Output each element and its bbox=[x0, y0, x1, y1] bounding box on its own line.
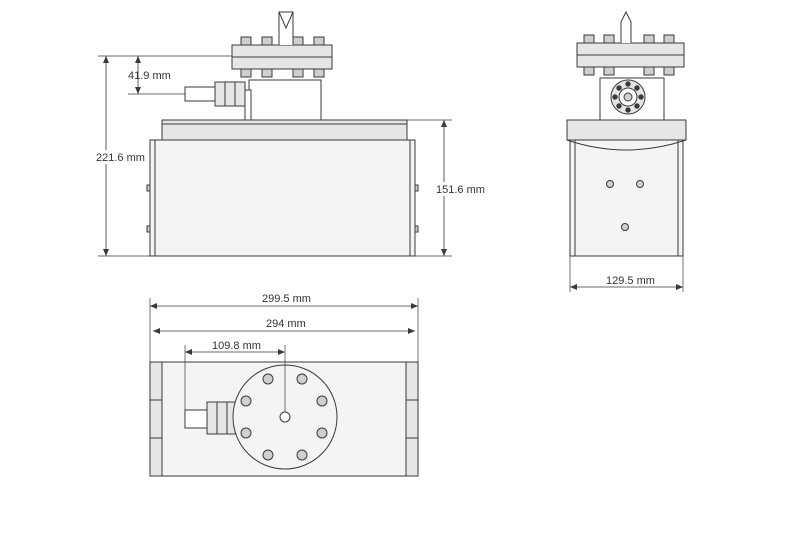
top-flange-bolt bbox=[296, 373, 308, 385]
top-flange-bolt bbox=[316, 427, 328, 439]
top-port-tube bbox=[184, 409, 208, 429]
side-flange-top bbox=[576, 42, 685, 56]
front-bolt-head bbox=[292, 36, 304, 46]
side-flange-bottom bbox=[576, 54, 685, 68]
side-port-bolt bbox=[634, 103, 640, 109]
top-flange-bolt bbox=[262, 449, 274, 461]
side-bolt-nut bbox=[603, 66, 615, 76]
top-end-cap-right bbox=[405, 361, 419, 477]
front-bolt-head bbox=[261, 36, 273, 46]
front-bolt-head bbox=[240, 36, 252, 46]
front-bolt-nut bbox=[261, 68, 273, 78]
side-mount-hole bbox=[636, 180, 644, 188]
top-flange-bolt bbox=[240, 427, 252, 439]
dim-overall-height-label: 221.6 mm bbox=[96, 152, 145, 164]
front-screw bbox=[146, 184, 151, 192]
side-bolt-head bbox=[663, 34, 675, 44]
side-port-bolt bbox=[612, 94, 618, 100]
dim-port-offset-label: 41.9 mm bbox=[128, 70, 171, 82]
side-mount-hole bbox=[621, 223, 629, 231]
top-flange-bolt bbox=[262, 373, 274, 385]
side-view bbox=[566, 10, 687, 292]
front-bolt-nut bbox=[292, 68, 304, 78]
top-view bbox=[149, 298, 419, 477]
front-top-plate bbox=[161, 119, 408, 141]
side-port-bolt bbox=[616, 85, 622, 91]
top-port-fitting bbox=[206, 401, 238, 435]
side-port-bolt bbox=[616, 103, 622, 109]
top-flange-bolt bbox=[296, 449, 308, 461]
top-flange-bolt bbox=[316, 395, 328, 407]
side-port-bolt bbox=[625, 107, 631, 113]
top-end-cap-left bbox=[149, 361, 163, 477]
side-mount-hole bbox=[606, 180, 614, 188]
front-flange-bottom bbox=[231, 56, 333, 70]
side-port-bolt bbox=[634, 85, 640, 91]
front-port-tube bbox=[184, 86, 216, 102]
side-top-curve bbox=[566, 139, 687, 151]
side-center-post bbox=[620, 10, 632, 43]
side-top-plate bbox=[566, 119, 687, 141]
front-port-stem bbox=[244, 89, 252, 121]
top-center-hole bbox=[279, 411, 291, 423]
front-view bbox=[98, 11, 452, 257]
side-port-bore bbox=[623, 92, 633, 102]
front-flange-top bbox=[231, 44, 333, 58]
front-port-fitting bbox=[214, 81, 246, 107]
side-port-bolt bbox=[638, 94, 644, 100]
front-screw bbox=[414, 184, 419, 192]
top-flange-bolt bbox=[240, 395, 252, 407]
side-bolt-nut bbox=[583, 66, 595, 76]
dim-body-height-label: 151.6 mm bbox=[436, 184, 485, 196]
side-bolt-nut bbox=[663, 66, 675, 76]
front-bolt-head bbox=[313, 36, 325, 46]
dim-label-bg bbox=[94, 150, 140, 164]
front-bolt-nut bbox=[313, 68, 325, 78]
front-center-post bbox=[278, 11, 294, 45]
dim-body-width-label: 294 mm bbox=[266, 318, 306, 330]
dim-overall-width-label: 299.5 mm bbox=[262, 293, 311, 305]
front-screw bbox=[146, 225, 151, 233]
side-bolt-head bbox=[643, 34, 655, 44]
dim-label-bg bbox=[434, 182, 480, 196]
dim-port-to-center-label: 109.8 mm bbox=[212, 340, 261, 352]
front-bolt-nut bbox=[240, 68, 252, 78]
front-column bbox=[248, 79, 322, 121]
side-body bbox=[569, 139, 684, 257]
side-bolt-head bbox=[603, 34, 615, 44]
dim-depth-label: 129.5 mm bbox=[606, 275, 655, 287]
front-screw bbox=[414, 225, 419, 233]
side-bolt-nut bbox=[643, 66, 655, 76]
side-port-bolt bbox=[625, 81, 631, 87]
front-body bbox=[149, 139, 416, 257]
side-bolt-head bbox=[583, 34, 595, 44]
